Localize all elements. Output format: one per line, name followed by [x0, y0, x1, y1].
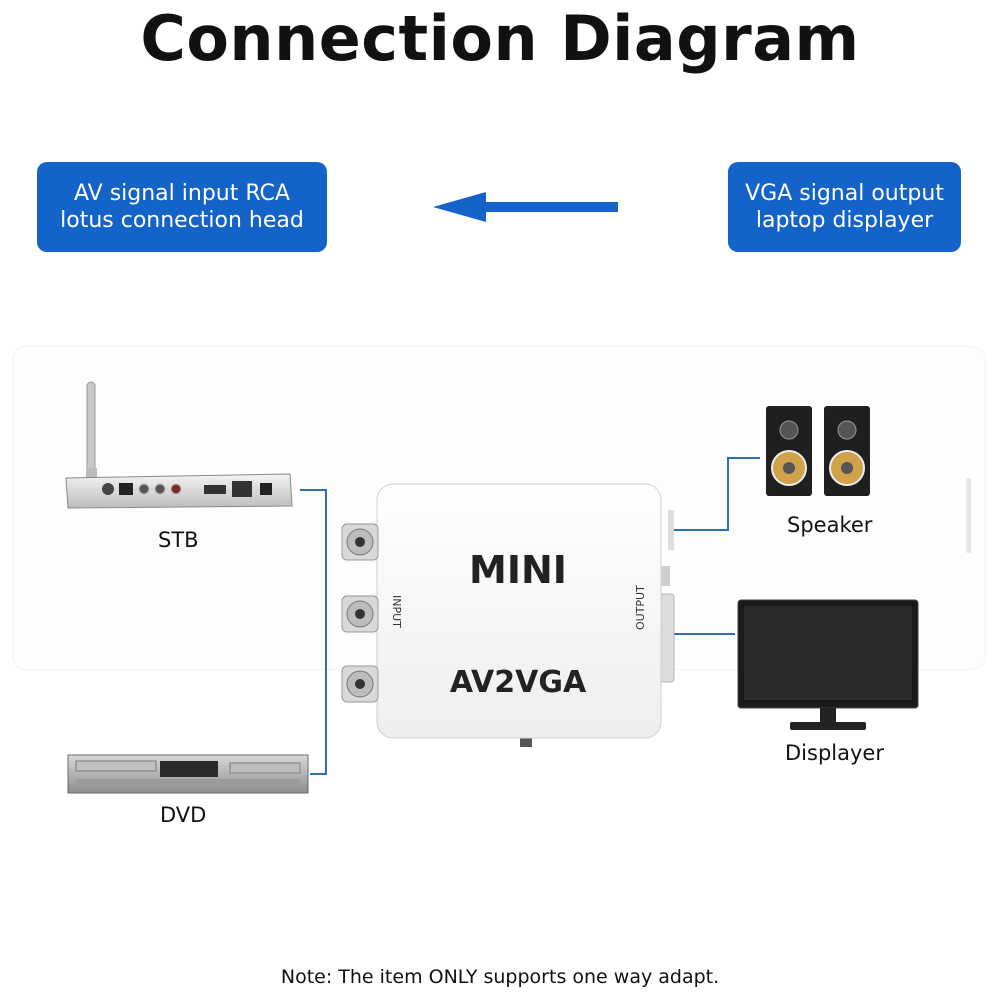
speaker-icon	[766, 406, 870, 496]
dvd-player-icon	[67, 754, 309, 794]
panel-edge-decoration	[966, 478, 971, 553]
footer-note: Note: The item ONLY supports one way ada…	[280, 966, 720, 988]
page-title: Connection Diagram	[140, 2, 860, 75]
stb-label: STB	[158, 528, 199, 552]
output-callout-text: VGA signal output laptop displayer	[745, 181, 944, 233]
input-port-label: INPUT	[390, 595, 403, 628]
output-port-label: OUTPUT	[634, 585, 647, 630]
output-callout: VGA signal output laptop displayer	[728, 162, 961, 252]
input-callout: AV signal input RCA lotus connection hea…	[37, 162, 327, 252]
dvd-label: DVD	[160, 803, 207, 827]
source-connector-line	[300, 489, 327, 775]
input-callout-text: AV signal input RCA lotus connection hea…	[60, 181, 304, 233]
connector-lines	[300, 457, 760, 775]
speaker-label: Speaker	[787, 513, 873, 537]
monitor-icon	[737, 599, 919, 730]
stb-device-icon	[65, 381, 293, 509]
rca-jack-icon	[341, 523, 379, 703]
speaker-connector-line	[673, 457, 760, 531]
av2vga-adapter: MINI AV2VGA INPUT OUTPUT	[341, 483, 675, 747]
arrow-left-icon	[433, 192, 618, 222]
vga-port-icon	[659, 593, 675, 683]
device-model-text: AV2VGA	[450, 665, 587, 700]
displayer-label: Displayer	[785, 741, 884, 765]
device-brand-text: MINI	[469, 548, 567, 592]
